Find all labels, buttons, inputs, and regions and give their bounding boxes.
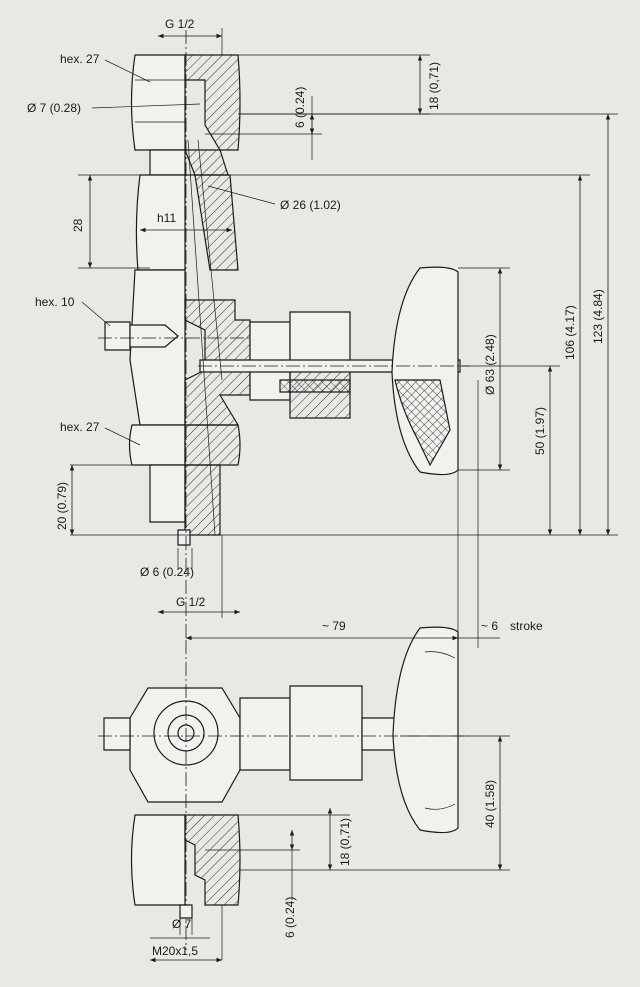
dia-63-label: Ø 63 (2.48) <box>483 334 497 395</box>
bore-7-label: Ø 7 <box>172 917 192 931</box>
bore-top-label: Ø 7 (0.28) <box>27 101 81 115</box>
bore-bottom-label: Ø 6 (0.24) <box>140 565 194 579</box>
front-view <box>98 626 470 950</box>
dim-18-top-label: 18 (0,71) <box>427 62 441 110</box>
thread-top-label: G 1/2 <box>165 17 195 31</box>
dim-40-label: 40 (1.58) <box>483 780 497 828</box>
hex-27-lower-label: hex. 27 <box>60 420 100 434</box>
thread-bottom-label: G 1/2 <box>176 595 206 609</box>
dimension-labels: G 1/2 hex. 27 Ø 7 (0.28) 18 (0,71) 6 (0.… <box>27 17 605 958</box>
dim-50-label: 50 (1.97) <box>533 407 547 455</box>
h11-label: h11 <box>157 211 176 225</box>
dim-18-bottom-label: 18 (0,71) <box>338 818 352 866</box>
hex-10-label: hex. 10 <box>35 295 75 309</box>
hex-top-label: hex. 27 <box>60 52 100 66</box>
dim-28-label: 28 <box>71 218 85 232</box>
dim-79-label: ~ 79 <box>322 619 346 633</box>
dimension-lines <box>69 28 618 963</box>
dim-6-top-label: 6 (0.24) <box>293 87 307 128</box>
side-section-view <box>98 30 470 640</box>
dim-20-label: 20 (0.79) <box>55 482 69 530</box>
stroke-label: stroke <box>510 619 543 633</box>
dia-26-label: Ø 26 (1.02) <box>280 198 341 212</box>
dim-106-label: 106 (4.17) <box>563 305 577 360</box>
dim-stroke-value-label: ~ 6 <box>481 619 498 633</box>
dim-123-label: 123 (4.84) <box>591 289 605 344</box>
thread-m20-label: M20x1,5 <box>152 944 198 958</box>
dim-6-bottom-label: 6 (0.24) <box>283 897 297 938</box>
